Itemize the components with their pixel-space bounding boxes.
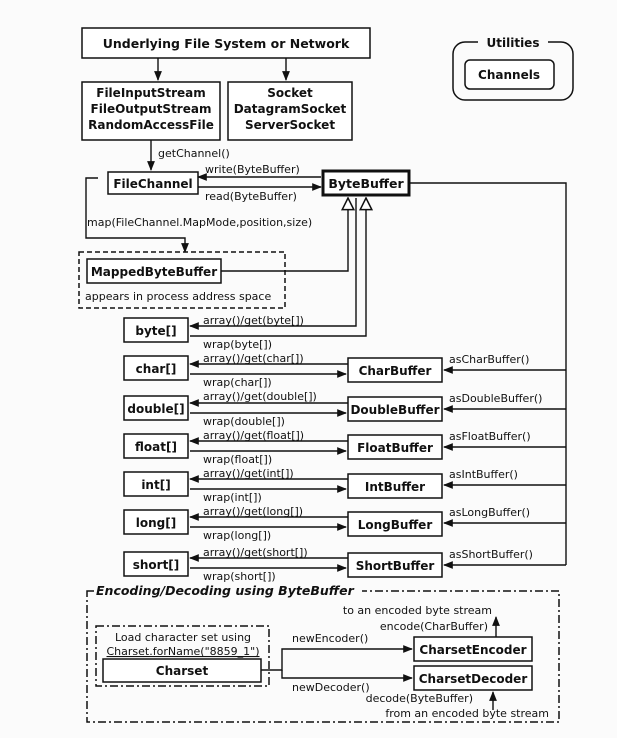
int-array-get-label: array()/get(int[])	[203, 467, 294, 480]
write-label: write(ByteBuffer)	[205, 163, 300, 176]
byte-buffer-box	[321, 169, 411, 197]
array-label-double: double[]	[127, 402, 184, 416]
short-wrap-label: wrap(short[])	[203, 570, 276, 583]
array-label-float: float[]	[135, 440, 177, 454]
short-buffer-label: ShortBuffer	[356, 559, 435, 573]
charset-encoder-label: CharsetEncoder	[419, 643, 526, 657]
short-buffer-box	[347, 552, 443, 578]
socket-label-0: Socket	[267, 86, 313, 100]
mapped-note: appears in process address space	[85, 290, 271, 303]
map-label: map(FileChannel.MapMode,position,size)	[87, 216, 312, 229]
encoding-title: Encoding/Decoding using ByteBuffer	[96, 583, 355, 598]
byte-array-get-arrow	[189, 198, 357, 330]
as-float-buffer-label: asFloatBuffer()	[449, 430, 531, 443]
byte-buffer-view-bus	[409, 182, 567, 565]
mapped-byte-buffer-box	[86, 258, 222, 284]
new-encoder-arrow	[261, 645, 413, 671]
new-decoder-label: newDecoder()	[292, 681, 370, 694]
mapped-inherits-arrow	[221, 198, 348, 272]
array-box-float	[123, 433, 189, 459]
char-buffer-box	[347, 357, 443, 383]
double-buffer-label: DoubleBuffer	[350, 403, 439, 417]
float-buffer-box	[347, 434, 443, 460]
byte-array-get-label: array()/get(byte[])	[203, 314, 304, 327]
array-label-long: long[]	[136, 516, 176, 530]
charset-decoder-label: CharsetDecoder	[419, 672, 528, 686]
as-char-buffer-label: asCharBuffer()	[449, 353, 529, 366]
long-buffer-label: LongBuffer	[358, 518, 433, 532]
char-buffer-label: CharBuffer	[359, 364, 432, 378]
char-wrap-label: wrap(char[])	[203, 376, 272, 389]
as-long-buffer-label: asLongBuffer()	[449, 506, 530, 519]
stream-label-1: FileOutputStream	[91, 102, 212, 116]
array-box-char	[123, 355, 189, 381]
double-buffer-box	[347, 396, 443, 422]
channels-label: Channels	[478, 68, 540, 82]
socket-label-1: DatagramSocket	[234, 102, 347, 116]
file-channel-label: FileChannel	[113, 177, 192, 191]
as-int-buffer-label: asIntBuffer()	[449, 468, 518, 481]
get-channel-label: getChannel()	[158, 147, 230, 160]
charset-note-line2: Charset.forName("8859_1")	[107, 645, 260, 658]
decode-label: decode(ByteBuffer)	[366, 692, 473, 705]
utilities-title-gap	[478, 38, 548, 48]
mapped-region-frame	[78, 251, 286, 309]
charset-encoder-box	[413, 636, 533, 662]
from-stream-label: from an encoded byte stream	[385, 707, 549, 720]
socket-label-2: ServerSocket	[245, 118, 335, 132]
channels-box	[464, 59, 555, 90]
new-decoder-arrow	[281, 670, 413, 682]
short-array-get-label: array()/get(short[])	[203, 546, 308, 559]
float-buffer-label: FloatBuffer	[357, 441, 433, 455]
sockets-box	[227, 81, 353, 141]
int-buffer-label: IntBuffer	[365, 480, 425, 494]
file-channel-box	[107, 171, 199, 195]
char-array-get-label: array()/get(char[])	[203, 352, 304, 365]
long-buffer-box	[347, 511, 443, 537]
float-wrap-label: wrap(float[])	[203, 453, 272, 466]
double-wrap-label: wrap(double[])	[203, 415, 285, 428]
array-label-byte: byte[]	[135, 324, 176, 338]
byte-buffer-label: ByteBuffer	[328, 176, 404, 191]
array-box-byte	[123, 317, 189, 343]
long-wrap-label: wrap(long[])	[203, 529, 271, 542]
to-stream-label: to an encoded byte stream	[343, 604, 492, 617]
array-box-short	[123, 551, 189, 577]
float-array-get-label: array()/get(float[])	[203, 429, 304, 442]
byte-wrap-label: wrap(byte[])	[203, 338, 272, 351]
int-wrap-label: wrap(int[])	[203, 491, 262, 504]
as-short-buffer-label: asShortBuffer()	[449, 548, 533, 561]
stream-label-0: FileInputStream	[96, 86, 205, 100]
array-box-long	[123, 509, 189, 535]
underlying-system-box	[81, 27, 371, 59]
charset-label: Charset	[156, 664, 209, 678]
mapped-byte-buffer-label: MappedByteBuffer	[91, 265, 217, 279]
stream-label-2: RandomAccessFile	[88, 118, 214, 132]
long-array-get-label: array()/get(long[])	[203, 505, 303, 518]
as-double-buffer-label: asDoubleBuffer()	[449, 392, 542, 405]
utilities-title: Utilities	[487, 36, 540, 50]
array-box-double	[123, 395, 189, 421]
double-array-get-label: array()/get(double[])	[203, 390, 317, 403]
charset-note-line1: Load character set using	[115, 631, 251, 644]
new-encoder-label: newEncoder()	[292, 632, 368, 645]
encode-label: encode(CharBuffer)	[380, 620, 488, 633]
array-box-int	[123, 471, 189, 497]
array-label-char: char[]	[136, 362, 177, 376]
charset-load-frame	[95, 625, 270, 687]
byte-wrap-arrow	[190, 198, 366, 337]
array-label-short: short[]	[133, 558, 180, 572]
charset-decoder-box	[413, 665, 533, 691]
int-buffer-box	[347, 473, 443, 499]
map-arrow	[85, 177, 189, 253]
underlying-system-label: Underlying File System or Network	[103, 36, 350, 51]
read-label: read(ByteBuffer)	[205, 190, 297, 203]
array-label-int: int[]	[141, 478, 170, 492]
encoding-title-gap	[94, 584, 362, 598]
streams-box	[81, 81, 221, 141]
